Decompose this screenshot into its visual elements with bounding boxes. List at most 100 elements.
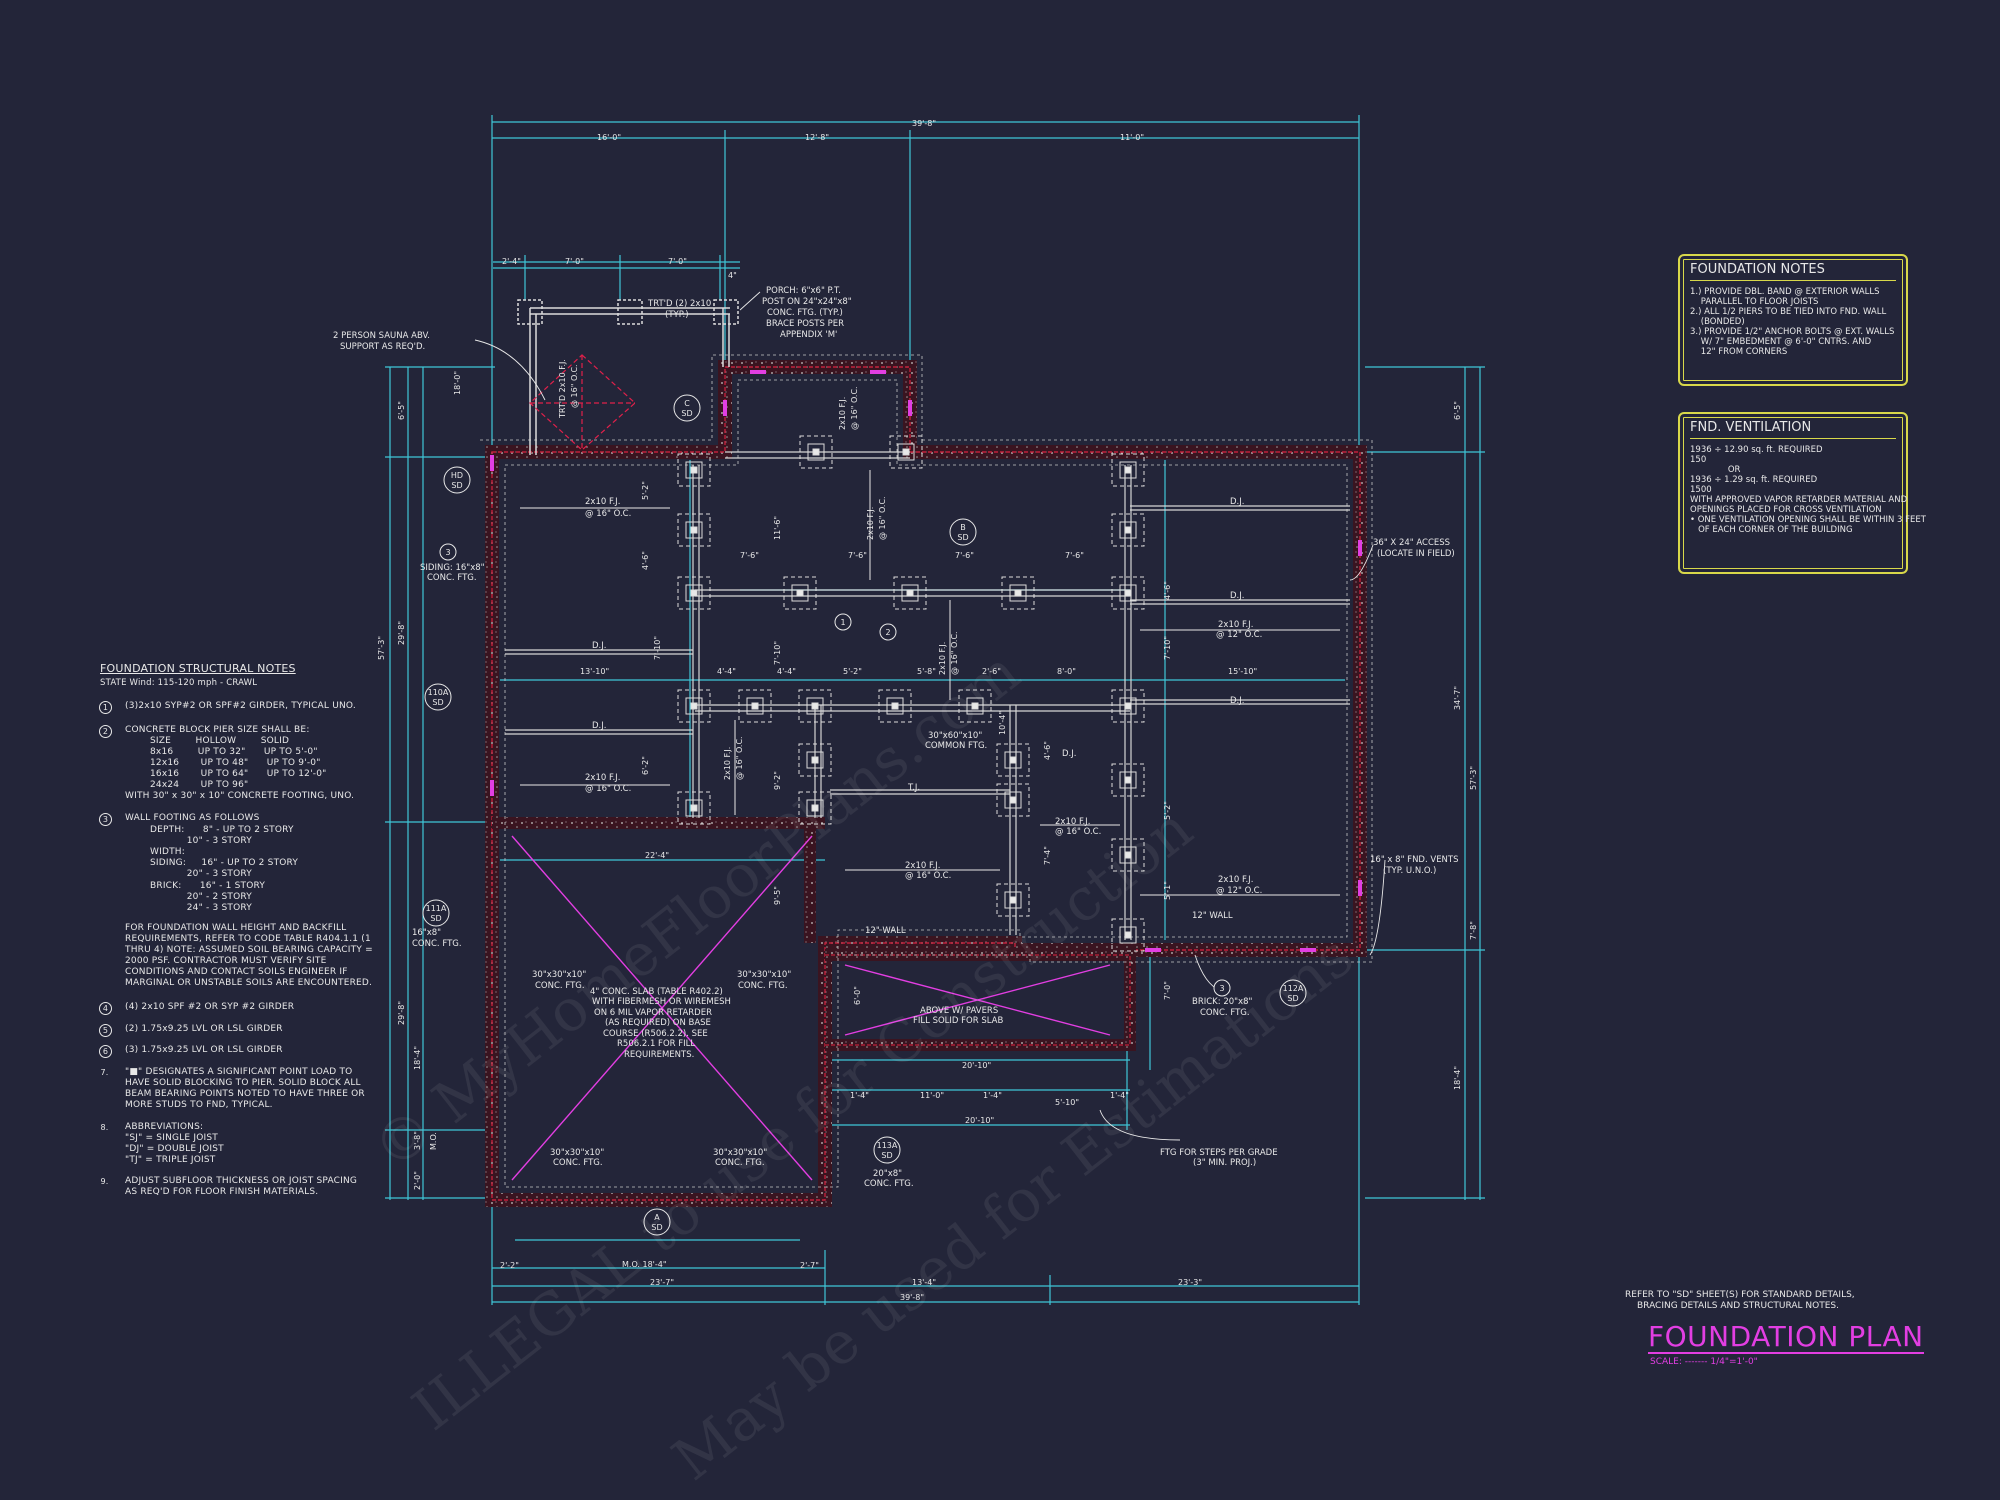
svg-text:7'-6": 7'-6" [1065, 551, 1084, 560]
pier-block [1119, 697, 1137, 715]
point-load-marker [690, 702, 698, 710]
svg-text:12'-8": 12'-8" [805, 133, 829, 142]
svg-text:30"x30"x10": 30"x30"x10" [713, 1148, 767, 1158]
structural-note-line: REQUIREMENTS, REFER TO CODE TABLE R404.1… [125, 934, 371, 944]
svg-text:5'-2": 5'-2" [1163, 801, 1172, 820]
point-load-marker [1124, 526, 1132, 534]
svg-text:7'-6": 7'-6" [955, 551, 974, 560]
svg-text:ON 6 MIL VAPOR RETARDER: ON 6 MIL VAPOR RETARDER [594, 1008, 712, 1018]
svg-text:D.J.: D.J. [592, 641, 606, 651]
structural-note-line: (4) 2x10 SPF #2 OR SYP #2 GIRDER [125, 1002, 295, 1012]
point-load-marker [1124, 702, 1132, 710]
pier-block [1119, 584, 1137, 602]
pier-footing [1111, 453, 1145, 487]
structural-note-line: 24x24 UP TO 96" [150, 780, 249, 790]
svg-text:D.J.: D.J. [1230, 591, 1244, 601]
svg-text:2'-6": 2'-6" [982, 667, 1001, 676]
svg-text:7'-8": 7'-8" [1469, 921, 1478, 940]
svg-text:10'-4": 10'-4" [998, 711, 1007, 735]
structural-note-line: DEPTH: 8" - UP TO 2 STORY [150, 825, 294, 835]
svg-text:34'-7": 34'-7" [1453, 686, 1462, 710]
svg-text:16" x 8" FND. VENTS: 16" x 8" FND. VENTS [1370, 855, 1459, 865]
svg-text:@ 16" O.C.: @ 16" O.C. [570, 364, 579, 408]
svg-text:7'-0": 7'-0" [1163, 981, 1172, 1000]
ventilation-line: 1936 ÷ 1.29 sq. ft. REQUIRED [1690, 475, 1818, 485]
structural-note-line: AS REQ'D FOR FLOOR FINISH MATERIALS. [125, 1187, 319, 1197]
foundation_notes-line: 3.) PROVIDE 1/2" ANCHOR BOLTS @ EXT. WAL… [1690, 327, 1895, 337]
point-load-marker [690, 526, 698, 534]
pier-footing [1111, 918, 1145, 952]
svg-text:13'-10": 13'-10" [580, 667, 609, 676]
pier-block [1009, 584, 1027, 602]
foundation_notes-line: 1.) PROVIDE DBL. BAND @ EXTERIOR WALLS [1690, 287, 1880, 297]
dimension-texts: 39'-8" 16'-0" 12'-8" 11'-0" 2'-4" 7'-0" … [500, 119, 1257, 1302]
svg-text:6'-5": 6'-5" [397, 401, 406, 420]
svg-text:110A: 110A [428, 688, 449, 697]
pier-block [897, 443, 915, 461]
svg-text:D.J.: D.J. [1230, 497, 1244, 507]
ref-note-line-1: REFER TO "SD" SHEET(S) FOR STANDARD DETA… [1625, 1290, 1855, 1300]
svg-text:113A: 113A [877, 1141, 898, 1150]
ref-note-line-2: BRACING DETAILS AND STRUCTURAL NOTES. [1637, 1301, 1839, 1311]
pier-footing [1111, 838, 1145, 872]
svg-text:2x10 F.J.: 2x10 F.J. [905, 861, 940, 871]
structural-note-line: THRU 4) NOTE: ASSUMED SOIL BEARING CAPAC… [125, 945, 373, 955]
pier-block [685, 799, 703, 817]
structural-note-line: HAVE SOLID BLOCKING TO PIER. SOLID BLOCK… [125, 1078, 361, 1088]
svg-text:CONC. FTG.: CONC. FTG. [738, 981, 788, 991]
structural-note-line: SIDING: 16" - UP TO 2 STORY [150, 858, 299, 868]
pier-footing [798, 743, 832, 777]
svg-text:7'-10": 7'-10" [1163, 636, 1172, 660]
svg-text:30"x30"x10": 30"x30"x10" [532, 970, 586, 980]
structural-note-line: SIZE HOLLOW SOLID [150, 736, 290, 746]
point-load-marker [690, 589, 698, 597]
point-load-marker [1009, 756, 1017, 764]
svg-text:D.J.: D.J. [1062, 749, 1076, 759]
point-load-marker [891, 702, 899, 710]
svg-text:PORCH: 6"x6" P.T.: PORCH: 6"x6" P.T. [766, 286, 841, 296]
svg-text:4'-6": 4'-6" [641, 551, 650, 570]
svg-text:(TYP.): (TYP.) [665, 310, 689, 320]
ventilation-line: 1936 ÷ 12.90 sq. ft. REQUIRED [1690, 445, 1823, 455]
structural-note-line: "DJ" = DOUBLE JOIST [125, 1144, 224, 1154]
leaders [474, 291, 1386, 1141]
svg-text:POST ON 24"x24"x8": POST ON 24"x24"x8" [762, 297, 852, 307]
structural-note-line: MORE STUDS TO FND, TYPICAL. [125, 1100, 273, 1110]
ventilation-box: FND. VENTILATION 1936 ÷ 12.90 sq. ft. RE… [1678, 412, 1926, 574]
ventilation-line: OF EACH CORNER OF THE BUILDING [1690, 525, 1853, 535]
pier-block [966, 697, 984, 715]
foundation-notes-box: FOUNDATION NOTES 1.) PROVIDE DBL. BAND @… [1678, 254, 1908, 386]
svg-text:(LOCATE IN FIELD): (LOCATE IN FIELD) [1377, 549, 1455, 559]
pier-footing [677, 453, 711, 487]
ventilation-line: WITH APPROVED VAPOR RETARDER MATERIAL AN… [1690, 495, 1908, 505]
svg-text:2'-0": 2'-0" [413, 1171, 422, 1190]
svg-text:5'-8": 5'-8" [917, 667, 936, 676]
svg-text:@ 12" O.C.: @ 12" O.C. [1216, 886, 1262, 896]
structural-note-line: 10" - 3 STORY [150, 836, 252, 846]
plan-scale: SCALE: ------- 1/4"=1'-0" [1650, 1357, 1758, 1367]
svg-text:39'-8": 39'-8" [900, 1293, 924, 1302]
foundation-notes-title: FOUNDATION NOTES [1690, 262, 1896, 281]
point-load-marker [690, 804, 698, 812]
svg-text:7'-6": 7'-6" [848, 551, 867, 560]
structural-note-line: CONCRETE BLOCK PIER SIZE SHALL BE: [125, 725, 310, 735]
point-load-marker [1009, 896, 1017, 904]
svg-text:9'-2": 9'-2" [773, 771, 782, 790]
svg-text:29'-8": 29'-8" [397, 1001, 406, 1025]
svg-text:111A: 111A [426, 904, 447, 913]
structural-note-line: BEAM BEARING POINTS NOTED TO HAVE THREE … [125, 1089, 365, 1099]
pier-block [1004, 891, 1022, 909]
svg-text:2'-7": 2'-7" [800, 1261, 819, 1270]
pier-block [806, 751, 824, 769]
pier-block [1119, 461, 1137, 479]
svg-text:@ 16" O.C.: @ 16" O.C. [1055, 827, 1101, 837]
svg-text:SD: SD [651, 1223, 662, 1232]
pier-footing [783, 576, 817, 610]
svg-text:3: 3 [445, 548, 450, 557]
svg-text:M.O. 18'-4": M.O. 18'-4" [622, 1260, 667, 1269]
ventilation-line: OPENINGS PLACED FOR CROSS VENTILATION [1690, 505, 1882, 515]
pier-block [746, 697, 764, 715]
svg-text:29'-8": 29'-8" [397, 621, 406, 645]
svg-text:11'-0": 11'-0" [1120, 133, 1144, 142]
